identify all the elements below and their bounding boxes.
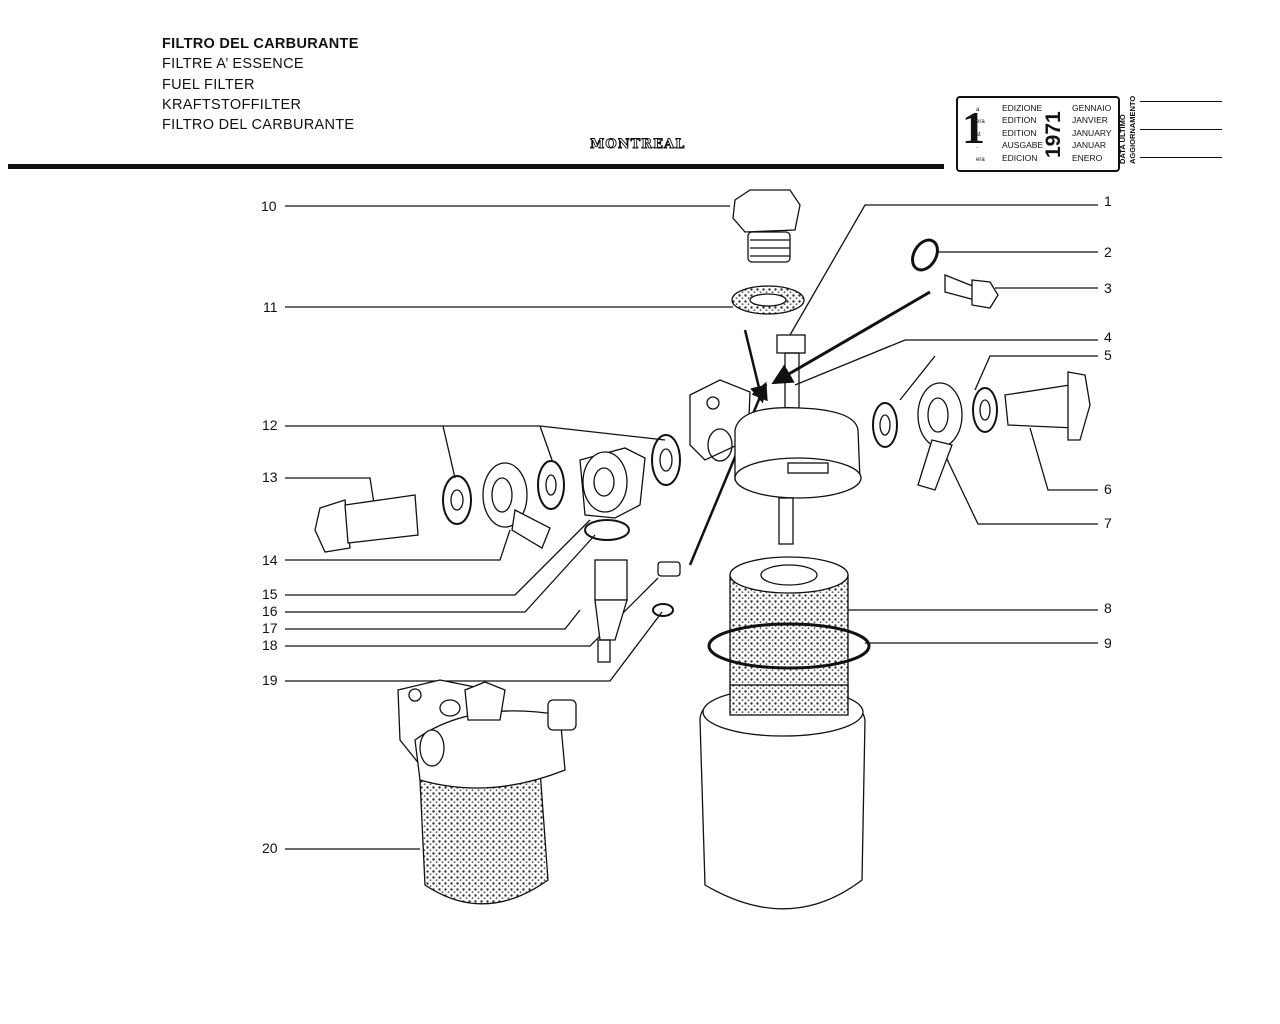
part-elbow — [579, 447, 646, 519]
brand-logo: MONTREAL — [590, 137, 686, 153]
callout-15: 15 — [262, 586, 278, 602]
callout-1: 1 — [1104, 193, 1112, 209]
callout-14: 14 — [262, 552, 278, 568]
callout-18: 18 — [262, 637, 278, 653]
title-spanish: FILTRO DEL CARBURANTE — [162, 117, 355, 134]
part-banjo-left — [482, 462, 551, 549]
title-english: FUEL FILTER — [162, 76, 255, 93]
part-filter-head — [689, 379, 862, 499]
part-assembled-filter — [397, 679, 577, 905]
header-rule — [8, 164, 944, 169]
edition-months: GENNAIO JANVIER JANUARY JANUAR ENERO — [1072, 103, 1112, 163]
callout-4: 4 — [1104, 329, 1112, 345]
leader-lines — [285, 204, 1098, 850]
edition-suffixes: a era st . era — [976, 107, 985, 163]
callout-11: 11 — [263, 299, 278, 315]
callout-8: 8 — [1104, 600, 1112, 616]
callout-6: 6 — [1104, 481, 1112, 497]
part-filter-bowl — [699, 684, 866, 910]
title-italian: FILTRO DEL CARBURANTE — [162, 36, 359, 52]
callout-20: 20 — [262, 840, 278, 856]
callout-13: 13 — [262, 469, 278, 485]
edition-number: 1 — [962, 102, 985, 153]
update-date-lines — [1140, 101, 1222, 185]
edition-box: 1 a era st . era EDIZIONE EDITION EDITIO… — [956, 96, 1120, 172]
callout-17: 17 — [262, 620, 278, 636]
part-hollow-bolt-right — [1004, 371, 1091, 441]
callout-12: 12 — [262, 417, 278, 433]
callout-19: 19 — [262, 672, 278, 688]
title-french: FILTRE A’ ESSENCE — [162, 56, 304, 73]
callout-2: 2 — [1104, 244, 1112, 260]
edition-labels: EDIZIONE EDITION EDITION AUSGABE EDICION — [1002, 103, 1044, 163]
part-banjo-right — [917, 382, 963, 491]
callout-5: 5 — [1104, 347, 1112, 363]
part-hollow-bolt-left — [314, 494, 419, 553]
callout-10: 10 — [261, 198, 277, 214]
callout-16: 16 — [262, 603, 278, 619]
callout-7: 7 — [1104, 515, 1112, 531]
title-german: KRAFTSTOFFILTER — [162, 96, 302, 113]
part-plug — [732, 189, 801, 263]
callout-9: 9 — [1104, 635, 1112, 651]
part-sender — [594, 559, 628, 663]
callout-3: 3 — [1104, 280, 1112, 296]
title-block: FILTRO DEL CARBURANTE FILTRE A’ ESSENCE … — [162, 34, 359, 135]
